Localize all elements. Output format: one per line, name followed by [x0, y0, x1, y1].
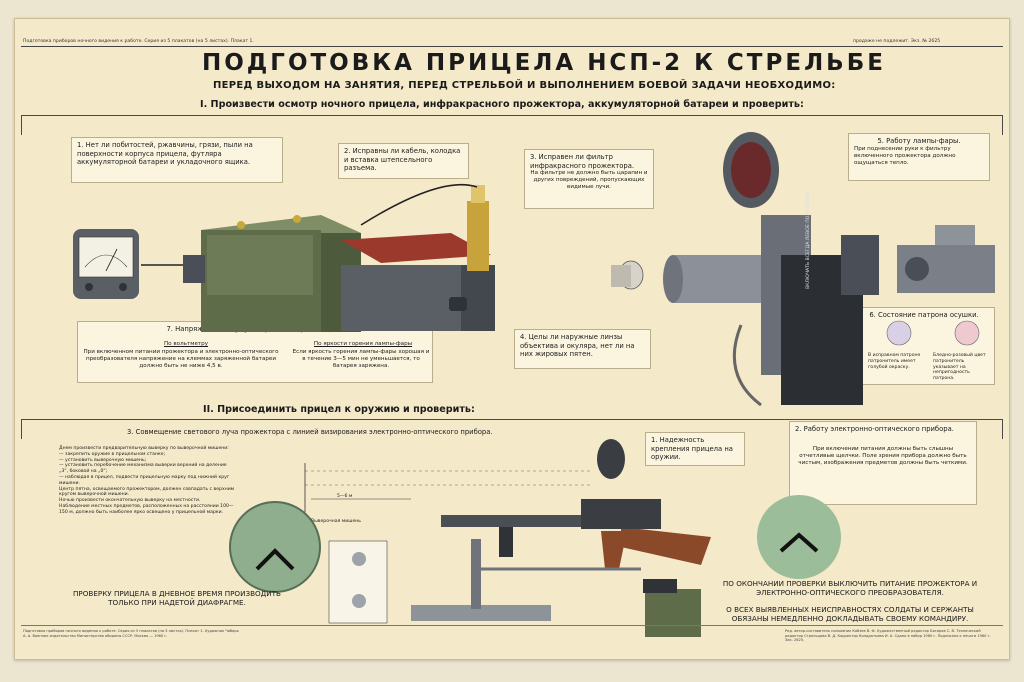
section2-illustrations — [229, 439, 841, 637]
callout-ii2-eop: 2. Работу электронно-оптического прибора… — [789, 421, 977, 505]
instrument-box-illustration — [341, 233, 495, 331]
night-view-left-illustration — [229, 501, 321, 593]
header-rule — [21, 46, 1003, 47]
callout-1-body-condition: 1. Нет ли побитостей, ржавчины, грязи, п… — [71, 137, 283, 183]
target-label: Выверочная мишень — [311, 519, 361, 524]
callout-ii3-alignment-title: 3. Совмещение светового луча прожектора … — [127, 428, 493, 436]
footer-right: Ред. автор-составитель полковник Кобзев … — [785, 629, 991, 643]
callout-3-filter: 3. Исправен ли фильтр инфракрасного прож… — [524, 149, 654, 209]
connector-illustration — [360, 183, 489, 271]
callout-5-body: При поднесении руки к фильтру включенног… — [854, 145, 956, 166]
instruction-line: — установить перебочение механизма вывер… — [59, 463, 227, 475]
callout-7-lamp-text: Если яркость горения лампы-фары хорошая … — [292, 349, 430, 369]
battery-illustration — [643, 579, 701, 637]
header-left-meta: Подготовка приборов ночного видения к ра… — [23, 39, 254, 44]
callout-6-drier: 6. Состояние патрона осушки. — [853, 307, 995, 385]
drier-cartridge-swatches — [886, 320, 980, 346]
footer-rule — [21, 625, 1003, 626]
battery-box-illustration — [141, 215, 361, 332]
calibration-target-illustration — [328, 540, 388, 624]
rifle-rest-illustration — [411, 539, 641, 621]
section1-left-tick — [21, 115, 22, 135]
callout-6-title: 6. Состояние патрона осушки. — [869, 311, 979, 319]
callout-ii1-text: 1. Надежность крепления прицела на оружи… — [651, 436, 733, 462]
callout-7-voltmeter-head: По вольтметру — [163, 341, 209, 347]
callout-5-title: 5. Работу лампы-фары. — [877, 137, 961, 145]
night-view-right-illustration — [757, 495, 841, 579]
lamp-closeup-illustration — [897, 225, 995, 293]
instruction-line: Ночью произвести окончательную выверку н… — [59, 498, 201, 504]
callout-2-text: 2. Исправны ли кабель, колодка и вставка… — [344, 147, 461, 173]
section2-heading: II. Присоединить прицел к оружию и прове… — [203, 404, 475, 415]
callout-3-body: На фильтре не должно быть царапин и друг… — [530, 170, 648, 191]
instruction-line: — наблюдая в прицел, подвести прицельную… — [59, 474, 230, 486]
section2-rule — [21, 419, 1003, 420]
callout-3-title: 3. Исправен ли фильтр инфракрасного прож… — [530, 153, 635, 170]
callout-ii2-body: При включении питания должны быть слышны… — [798, 445, 968, 466]
header-right-meta: продаже не подлежит. Экз. № 2625 — [853, 39, 941, 44]
callout-4-text: 4. Целы ли наружные линзы объектива и ок… — [520, 333, 635, 359]
night-sight-illustration — [663, 132, 879, 407]
callout-6-ok-text: В исправном патроне патронитель имеет го… — [868, 353, 921, 370]
callout-7-lamp-head: По яркости горения лампы-фары — [313, 341, 413, 347]
callout-1-text: 1. Нет ли побитостей, ржавчины, грязи, п… — [77, 141, 253, 167]
instruction-line: — установить выверочную мишень; — [59, 457, 147, 463]
callout-6-bad-text: Бледно-розовый цвет патронитель указывае… — [933, 353, 986, 382]
filter-cap-illustration — [611, 260, 644, 290]
section1-heading: I. Произвести осмотр ночного прицела, ин… — [200, 99, 804, 110]
section2-right-tick — [1002, 419, 1003, 439]
callout-2-cable: 2. Исправны ли кабель, колодка и вставка… — [338, 143, 469, 179]
note-power-off: ПО ОКОНЧАНИИ ПРОВЕРКИ ВЫКЛЮЧИТЬ ПИТАНИЕ … — [722, 579, 978, 597]
footer-left: Подготовка приборов ночного видения к ра… — [23, 629, 239, 638]
instruction-line: Днем произвести предварительную выверку … — [59, 446, 229, 451]
callout-ii3-instructions: Днем произвести предварительную выверку … — [59, 446, 237, 516]
note-report-faults: О ВСЕХ ВЫЯВЛЕННЫХ НЕИСПРАВНОСТЯХ СОЛДАТЫ… — [726, 605, 974, 623]
section1-illustrations — [73, 132, 995, 407]
callout-ii2-title: 2. Работу электронно-оптического прибора… — [795, 425, 954, 433]
section1-right-tick — [1002, 115, 1003, 135]
callout-ii1-mounting: 1. Надежность крепления прицела на оружи… — [645, 432, 745, 466]
sight-plate-text: ВКЛЮЧАТЬ ВСЕГДА ЛЕВОЕ ПОЛОЖЕНИЕ — [806, 191, 812, 289]
callout-5-lamp: 5. Работу лампы-фары. При поднесении рук… — [848, 133, 990, 181]
callout-7-voltmeter-text: При включенном питании прожектора и элек… — [83, 349, 279, 369]
section2-left-tick — [21, 419, 22, 439]
page-title: ПОДГОТОВКА ПРИЦЕЛА НСП-2 К СТРЕЛЬБЕ — [202, 50, 886, 76]
rifle-with-sight-illustration — [441, 439, 711, 569]
poster-sheet: Подготовка приборов ночного видения к ра… — [14, 18, 1010, 660]
instruction-line: Наблюдение местных предметов, расположен… — [59, 503, 234, 515]
distance-label: 5—6 м — [337, 494, 353, 499]
note-daytime-check: ПРОВЕРКУ ПРИЦЕЛА В ДНЕВНОЕ ВРЕМЯ ПРОИЗВО… — [73, 589, 281, 607]
voltmeter-illustration — [73, 229, 139, 299]
instruction-line: Центр пятна, освещаемого прожектором, до… — [59, 486, 235, 498]
callout-4-lenses: 4. Целы ли наружные линзы объектива и ок… — [514, 329, 651, 369]
section1-rule — [21, 115, 1003, 116]
page-subtitle: ПЕРЕД ВЫХОДОМ НА ЗАНЯТИЯ, ПЕРЕД СТРЕЛЬБО… — [213, 80, 836, 91]
instruction-line: — закрепить оружие в прицельном станке; — [59, 451, 166, 457]
